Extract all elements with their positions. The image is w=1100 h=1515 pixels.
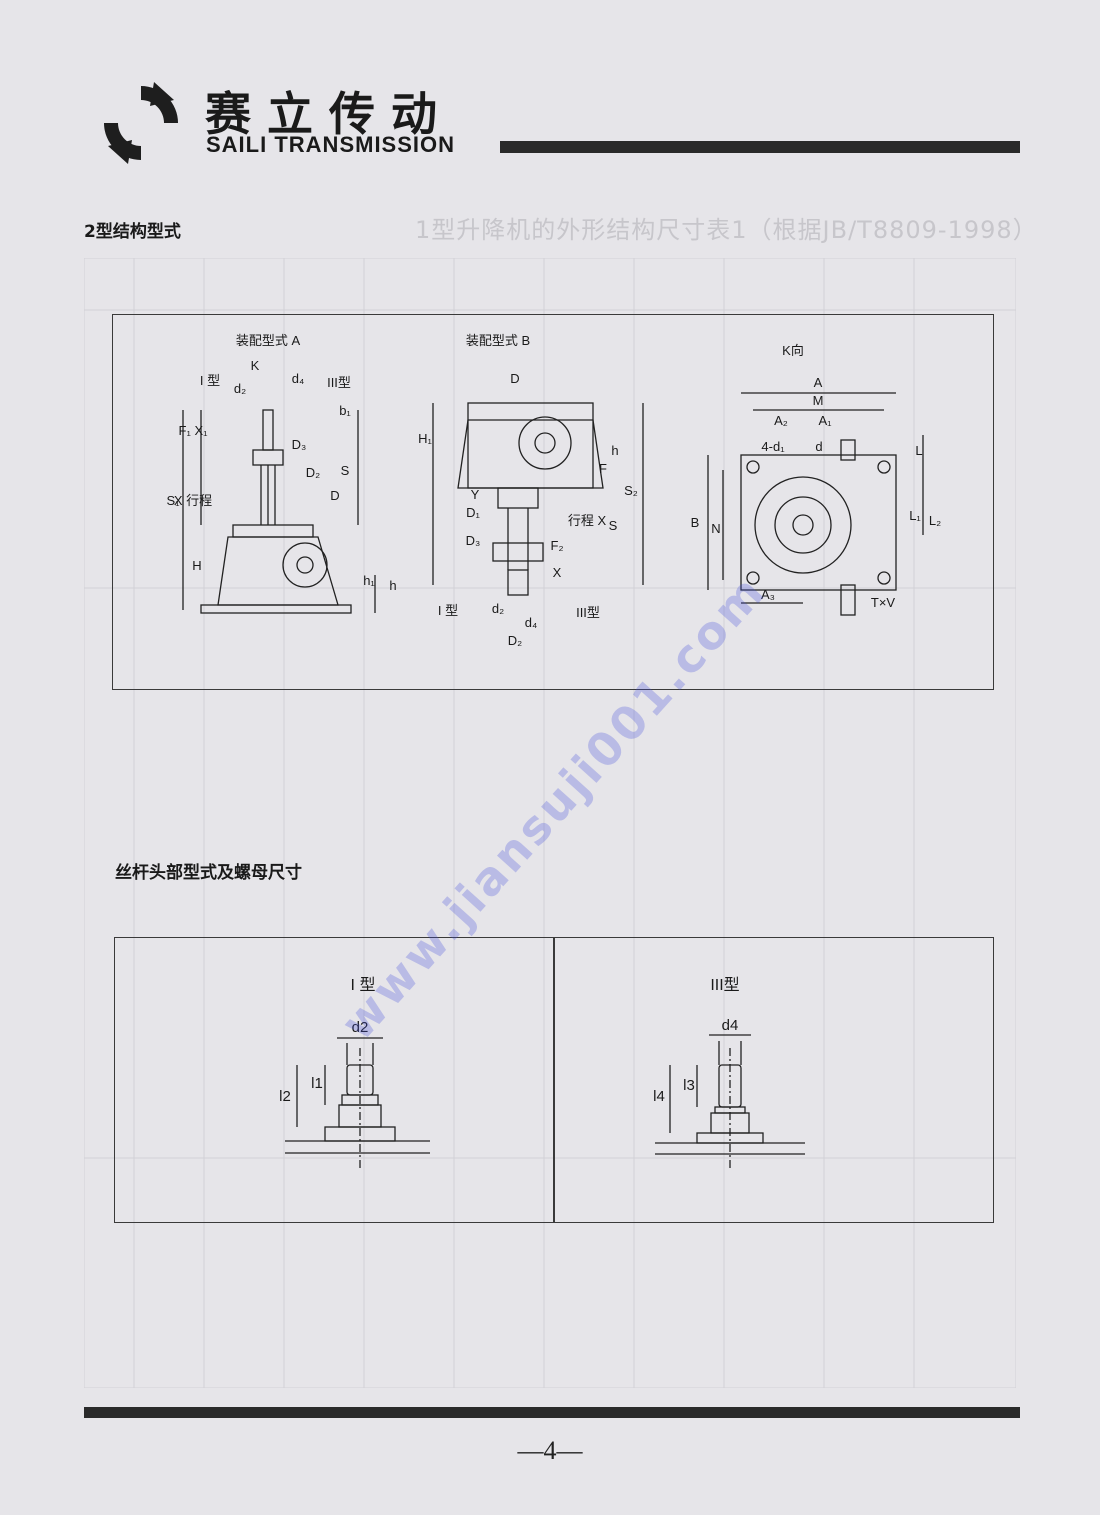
label-d4-small-b: d₄: [525, 615, 538, 630]
label-f1x1-a: F₁ X₁: [179, 423, 209, 438]
brand-name-en: SAILI TRANSMISSION: [206, 132, 456, 157]
header-rule: [500, 141, 1020, 153]
label-a-k: A: [814, 375, 823, 390]
label-assembly-b: 装配型式 B: [466, 333, 530, 348]
screw-label-l3: l3: [683, 1077, 695, 1094]
label-m-k: M: [813, 393, 824, 408]
frame-divider: [553, 938, 555, 1222]
label-hole-k: 4-d₁: [761, 439, 785, 454]
label-d1-b: D₁: [466, 505, 480, 520]
label-txv-k: T×V: [871, 595, 896, 610]
screw-label-l1: l1: [311, 1075, 323, 1092]
structure-diagram-frame: 装配型式 A K I 型 d₂ d₄ III型 D₃ D₂ D S b₁ S₁ …: [112, 314, 994, 690]
structure-diagram: 装配型式 A K I 型 d₂ d₄ III型 D₃ D₂ D S b₁ S₁ …: [166, 333, 941, 648]
screw-label-d2: d2: [352, 1019, 369, 1036]
label-d2-b: D₂: [508, 633, 522, 648]
label-a2-k: A₂: [774, 413, 788, 428]
label-d2-small-b: d₂: [492, 601, 504, 616]
page-number: —4—: [517, 1436, 583, 1465]
screw-label-d4: d4: [722, 1017, 739, 1034]
footer-rule: [84, 1407, 1020, 1418]
label-assembly-a: 装配型式 A: [236, 333, 301, 348]
label-f2-b: F₂: [551, 538, 564, 553]
label-x-b: X: [553, 565, 562, 580]
structure-heading: 2型结构型式: [84, 222, 181, 242]
show-through-title: 1型升降机的外形结构尺寸表1（根据JB/T8809-1998）: [415, 216, 1038, 244]
screw-label-type-3: III型: [710, 976, 739, 994]
label-s1: S₁: [166, 493, 180, 508]
label-type-1-b: I 型: [438, 603, 458, 618]
label-type-3-a: III型: [327, 375, 351, 390]
label-l2-k: L₂: [929, 513, 941, 528]
label-b-k: B: [691, 515, 700, 530]
screw-label-l2: l2: [279, 1088, 291, 1105]
label-d-b: D: [510, 371, 519, 386]
brand-name-cn: 赛立传动: [205, 87, 453, 141]
label-h-small-a: h: [389, 578, 396, 593]
label-k-view: K向: [782, 343, 804, 358]
label-type-3-b: III型: [576, 605, 600, 620]
screw-diagram: I 型 d2 l2 l1 III型 d4 l4 l3: [279, 976, 805, 1168]
label-l1-k: L₁: [909, 508, 921, 523]
label-d4-small-a: d₄: [292, 371, 305, 386]
label-d2-a: D₂: [306, 465, 320, 480]
label-s2: S₂: [624, 483, 638, 498]
label-a1-k: A₁: [818, 413, 832, 428]
label-f-b: F: [599, 461, 607, 476]
label-y-b: Y: [471, 487, 480, 502]
screw-diagram-frame: I 型 d2 l2 l1 III型 d4 l4 l3: [114, 937, 994, 1223]
label-h1-small-a: h₁: [363, 573, 375, 588]
label-d2-small-a: d₂: [234, 381, 246, 396]
screw-heading: 丝杆头部型式及螺母尺寸: [115, 863, 302, 883]
label-d-small-k: d: [815, 439, 822, 454]
saili-logo-icon: [104, 82, 178, 164]
label-k: K: [251, 358, 260, 373]
label-s-a: S: [341, 463, 350, 478]
label-b1-a: b₁: [339, 403, 351, 418]
screw-label-type-1: I 型: [351, 976, 376, 994]
label-l-k: L: [915, 443, 922, 458]
label-n-k: N: [711, 521, 720, 536]
label-type-1-a: I 型: [200, 373, 220, 388]
screw-label-l4: l4: [653, 1088, 665, 1105]
label-d-a: D: [330, 488, 339, 503]
label-a3-k: A₃: [761, 587, 775, 602]
label-h1-b: H₁: [418, 431, 432, 446]
label-stroke-b: 行程 X: [568, 513, 607, 528]
label-h-small-b: h: [611, 443, 618, 458]
label-stroke-a: X 行程: [174, 493, 212, 508]
label-d3-b: D₃: [466, 533, 481, 548]
label-d3-a: D₃: [292, 437, 307, 452]
label-h-a: H: [192, 558, 201, 573]
label-s-b: S: [609, 518, 618, 533]
